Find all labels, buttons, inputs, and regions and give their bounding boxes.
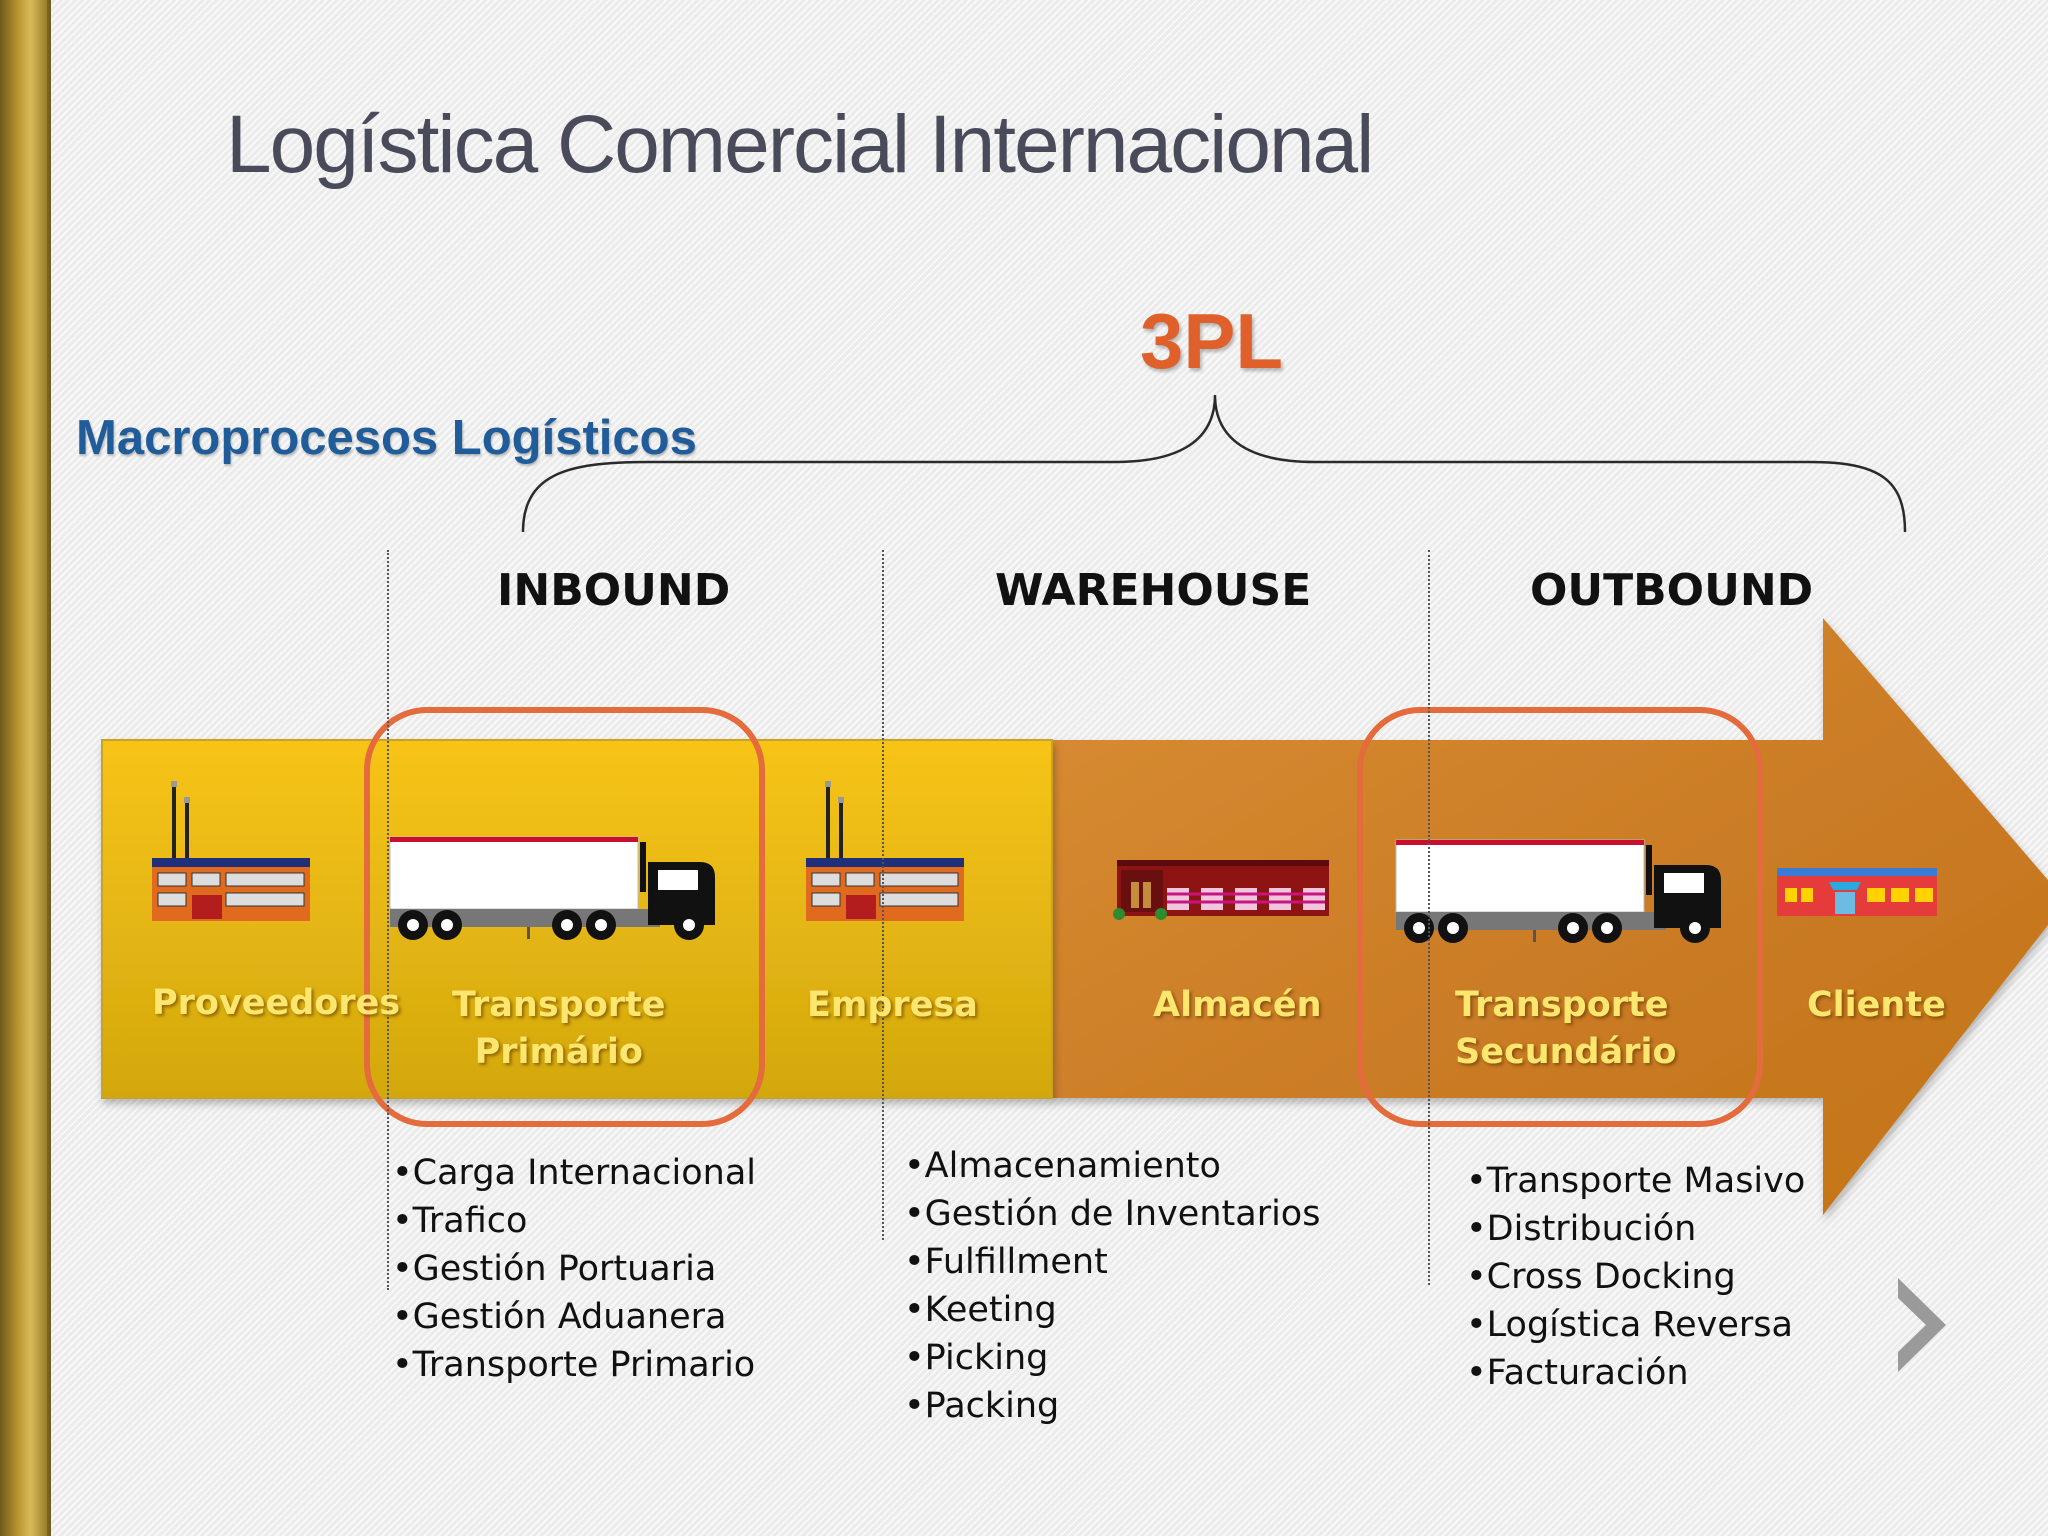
list-item: Gestión de Inventarios bbox=[904, 1190, 1321, 1238]
divider-line bbox=[882, 550, 884, 1240]
list-item: Packing bbox=[904, 1382, 1320, 1430]
slide-subtitle: Macroprocesos Logísticos bbox=[76, 411, 697, 465]
list-item: Gestión Portuaria bbox=[392, 1245, 756, 1293]
highlight-ring-outbound bbox=[1357, 707, 1763, 1127]
truck-icon bbox=[389, 836, 715, 940]
task-list-outbound: Transporte Masivo Distribución Cross Doc… bbox=[1466, 1157, 1806, 1397]
stage-label-line: Transporte bbox=[452, 985, 666, 1025]
list-item: Keeting bbox=[904, 1286, 1320, 1334]
list-item: Distribución bbox=[1466, 1205, 1805, 1253]
stage-label-line: Primário bbox=[474, 1032, 643, 1072]
task-list-inbound: Carga Internacional Trafico Gestión Port… bbox=[392, 1149, 756, 1389]
list-item: Facturación bbox=[1466, 1349, 1805, 1397]
stage-transporte-secundario: Transporte Secundário bbox=[1455, 982, 1677, 1076]
divider-line bbox=[387, 550, 389, 1290]
list-item: Carga Internacional bbox=[392, 1149, 756, 1197]
slide-title: Logística Comercial Internacional bbox=[226, 99, 1374, 190]
store-icon bbox=[1777, 868, 1937, 916]
truck-icon bbox=[1395, 839, 1721, 943]
next-slide-button[interactable] bbox=[1886, 1270, 1956, 1380]
task-list-warehouse: Almacenamiento Gestión de Inventarios Fu… bbox=[904, 1142, 1321, 1430]
stage-transporte-primario: Transporte Primário bbox=[452, 982, 666, 1076]
divider-line bbox=[1428, 550, 1430, 1285]
stage-proveedores: Proveedores bbox=[152, 983, 401, 1023]
list-item: Fulfillment bbox=[904, 1238, 1320, 1286]
stage-almacen: Almacén bbox=[1153, 985, 1322, 1025]
stage-empresa: Empresa bbox=[807, 985, 978, 1025]
bracket-label-3pl: 3PL bbox=[1140, 297, 1284, 385]
next-slide-icon bbox=[1898, 1278, 1946, 1372]
phase-outbound: OUTBOUND bbox=[1530, 565, 1814, 616]
list-item: Gestión Aduanera bbox=[392, 1293, 756, 1341]
list-item: Trafico bbox=[392, 1197, 756, 1245]
stage-label-line: Transporte bbox=[1455, 985, 1669, 1025]
list-item: Almacenamiento bbox=[904, 1142, 1320, 1190]
warehouse-icon bbox=[1113, 860, 1329, 920]
stage-label-line: Secundário bbox=[1455, 1032, 1677, 1072]
phase-warehouse: WAREHOUSE bbox=[995, 565, 1312, 616]
factory-icon bbox=[152, 781, 310, 921]
list-item: Cross Docking bbox=[1466, 1253, 1805, 1301]
list-item: Transporte Masivo bbox=[1466, 1157, 1806, 1205]
left-accent-bar bbox=[0, 0, 51, 1536]
phase-inbound: INBOUND bbox=[497, 565, 731, 616]
list-item: Logística Reversa bbox=[1466, 1301, 1805, 1349]
highlight-ring-inbound bbox=[364, 707, 765, 1127]
3pl-bracket bbox=[521, 394, 1907, 533]
factory-icon bbox=[806, 781, 964, 921]
list-item: Transporte Primario bbox=[392, 1341, 756, 1389]
list-item: Picking bbox=[904, 1334, 1320, 1382]
stage-cliente: Cliente bbox=[1807, 985, 1946, 1025]
